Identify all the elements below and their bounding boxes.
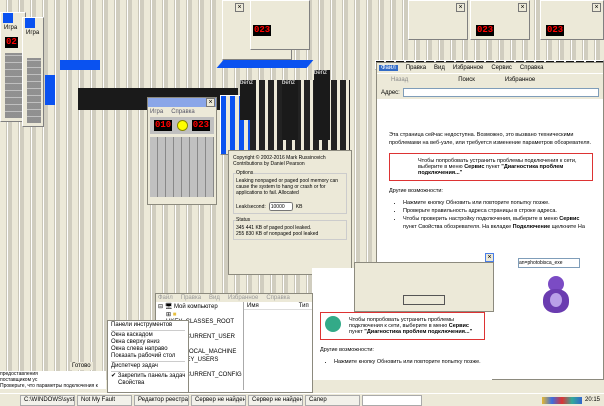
- ie-toolbar: Назад Поиск Избранное: [377, 73, 603, 86]
- menu-tools[interactable]: Сервис: [491, 65, 512, 71]
- menu-file[interactable]: Файл: [379, 65, 398, 71]
- close-button[interactable]: ×: [456, 3, 465, 12]
- back-button[interactable]: Назад: [391, 77, 409, 83]
- column-type[interactable]: Тип: [298, 303, 309, 309]
- menu-item-cascade[interactable]: Окна каскадом: [111, 332, 153, 338]
- close-button[interactable]: ×: [235, 3, 244, 12]
- menu-edit[interactable]: Правка: [405, 65, 427, 71]
- options-text: Leaking nonpaged or paged pool memory ca…: [236, 178, 339, 196]
- tree-key[interactable]: ⊞ ■ HKEY_CLASSES_ROOT: [166, 311, 235, 326]
- tray-icons[interactable]: [541, 396, 582, 404]
- other-options-2: Другие возможности:: [320, 347, 374, 353]
- taskbar-button-ie-2[interactable]: Сервер не найден ...: [248, 394, 303, 406]
- cascade-menu: Игра: [26, 30, 40, 36]
- menu-item-toolbars[interactable]: Панели инструментов: [111, 322, 173, 328]
- close-button[interactable]: ×: [592, 3, 601, 12]
- menu-favorites[interactable]: Избранное: [452, 65, 484, 71]
- contributions: Contributions by Daniel Pearson: [233, 161, 305, 167]
- close-button[interactable]: ×: [518, 3, 527, 12]
- taskbar-button-ie-1[interactable]: Сервер не найден ...: [191, 394, 246, 406]
- list-item: Проверьте правильность адреса страницы в…: [403, 207, 593, 215]
- clock[interactable]: 20:15: [584, 397, 600, 403]
- mine-field[interactable]: [150, 137, 214, 197]
- notmyfault-window: Copyright © 2002-2016 Mark Russinovich C…: [228, 150, 352, 275]
- menu-item-properties[interactable]: Свойства: [118, 380, 145, 386]
- address-input[interactable]: [402, 88, 599, 97]
- options-list: Нажмите кнопку Обновить или повторите по…: [389, 199, 593, 231]
- list-item: Нажмите кнопку Обновить или повторите по…: [403, 199, 593, 207]
- search-button[interactable]: Поиск: [458, 77, 475, 83]
- menu-help[interactable]: Справка: [171, 109, 195, 115]
- status-nonpaged: 255 830 KB of nonpaged pool leaked: [236, 231, 319, 237]
- leak-input[interactable]: [268, 202, 293, 211]
- taskbar: C:\WINDOWS\syste... Not My Fault Редакто…: [0, 393, 604, 406]
- taskbar-empty-slot: [362, 394, 422, 406]
- regedit-menu: Файл Правка Вид Избранное Справка: [156, 294, 312, 302]
- tree-root[interactable]: ⊟ 🖥 Мой компьютер: [158, 304, 218, 310]
- address-label: Адрес:: [381, 89, 400, 96]
- network-help-icon: [325, 316, 341, 332]
- ok-button[interactable]: [403, 295, 445, 305]
- taskbar-button-cmd[interactable]: C:\WINDOWS\syste...: [20, 394, 75, 406]
- menu-game[interactable]: Игра: [150, 109, 164, 115]
- status-label: Status: [236, 217, 251, 223]
- menu-bar: Игра Справка: [148, 107, 216, 117]
- menu-item-tile-vertical[interactable]: Окна слева направо: [111, 346, 168, 352]
- smiley-face-button[interactable]: [176, 120, 188, 131]
- bonzi-buddy-character[interactable]: [540, 276, 572, 316]
- minesweeper-window: × Игра Справка 010 023: [147, 97, 217, 205]
- menu-item-tile-horizontal[interactable]: Окна сверху вниз: [111, 339, 160, 345]
- taskbar-context-menu: Панели инструментов Окна каскадом Окна с…: [107, 320, 189, 393]
- timer: 023: [191, 120, 210, 131]
- cascade-timer: 023: [253, 25, 272, 36]
- menu-item-lock-taskbar[interactable]: ✔ Закрепить панель задач: [111, 373, 186, 379]
- title-bar: [148, 98, 216, 107]
- list-item: Нажмите кнопку Обновить или повторите по…: [334, 358, 486, 366]
- close-button[interactable]: ×: [206, 98, 215, 107]
- leak-unit: KB: [295, 203, 303, 210]
- favorites-button[interactable]: Избранное: [504, 77, 536, 83]
- taskbar-button-notmyfault[interactable]: Not My Fault: [77, 394, 132, 406]
- menu-item-task-manager[interactable]: Диспетчер задач: [111, 363, 158, 369]
- menu-view[interactable]: Вид: [434, 65, 445, 71]
- list-header: Имя Тип: [244, 302, 312, 310]
- status-paged: 345 441 KB of paged pool leaked.: [236, 225, 312, 231]
- taskbar-button-regedit[interactable]: Редактор реестра: [134, 394, 189, 406]
- diagnose-box: Чтобы попробовать устранить проблемы под…: [389, 153, 593, 181]
- copyright: Copyright © 2002-2016 Mark Russinovich: [233, 155, 326, 161]
- ie-menu-bar: Файл Правка Вид Избранное Сервис Справка: [377, 63, 603, 73]
- menu-item-show-desktop[interactable]: Показать рабочий стол: [111, 353, 176, 359]
- taskbar-button-minesweeper[interactable]: Сапер: [305, 394, 360, 406]
- menu-view[interactable]: Вид: [209, 295, 220, 301]
- menu-file[interactable]: Файл: [158, 295, 173, 301]
- system-tray: 20:15: [541, 396, 604, 404]
- close-button[interactable]: ×: [485, 253, 494, 262]
- cascade-menu: Игра: [4, 25, 18, 31]
- menu-favorites[interactable]: Избранное: [227, 295, 259, 301]
- leak-label: Leak/second:: [236, 203, 266, 210]
- diagnose-box-2: Чтобы попробовать устранить проблемы под…: [320, 312, 485, 340]
- column-name[interactable]: Имя: [247, 303, 259, 309]
- menu-help[interactable]: Справка: [519, 65, 544, 71]
- url-combo[interactable]: an=photobisca_exe: [518, 258, 580, 268]
- menu-edit[interactable]: Правка: [180, 295, 202, 301]
- list-item: Чтобы проверить настройку подключения, в…: [403, 215, 593, 231]
- mine-counter: 010: [154, 120, 173, 131]
- other-options: Другие возможности:: [389, 188, 443, 194]
- empty-dialog: ×: [354, 253, 494, 312]
- options-label: Options: [236, 170, 254, 176]
- menu-help[interactable]: Справка: [266, 295, 290, 301]
- error-text: Эта страница сейчас недоступна. Возможно…: [389, 132, 592, 146]
- status-ready: Готово: [70, 362, 93, 370]
